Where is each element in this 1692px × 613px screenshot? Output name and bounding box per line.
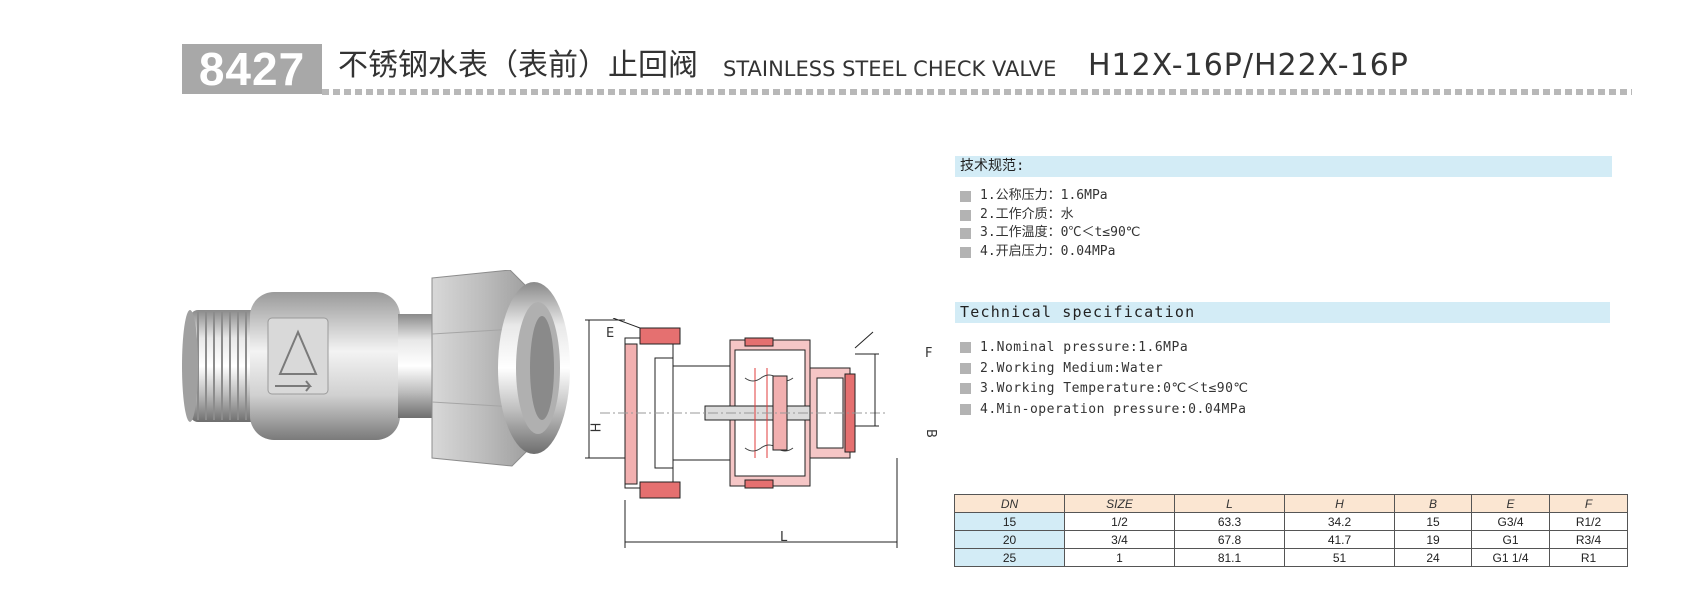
- spec-heading-english-band: Technical specification: [955, 302, 1610, 323]
- column-header: L: [1174, 494, 1285, 513]
- dimension-label-b: B: [922, 429, 938, 438]
- square-bullet-icon: [960, 342, 971, 353]
- table-cell: 67.8: [1174, 530, 1285, 549]
- product-title-chinese: 不锈钢水表（表前）止回阀: [338, 48, 698, 83]
- dimension-label-e: E: [606, 326, 615, 341]
- table-row: 15 1/2 63.3 34.2 15 G3/4 R1/2: [954, 512, 1628, 531]
- dimension-label-l: L: [780, 530, 788, 545]
- table-cell: G1: [1471, 530, 1550, 549]
- spec-heading-chinese: 技术规范:: [960, 158, 1025, 174]
- dimension-label-f: F: [925, 346, 933, 361]
- spec-item: 3.Working Temperature:0℃＜t≤90℃: [958, 379, 1249, 400]
- spec-list-chinese: 1.公称压力：1.6MPa 2.工作介质：水 3.工作温度：0℃＜t≤90℃ 4…: [958, 187, 1140, 261]
- square-bullet-icon: [960, 191, 971, 202]
- spec-heading-english: Technical specification: [960, 303, 1196, 321]
- table-row: 25 1 81.1 51 24 G1 1/4 R1: [954, 548, 1628, 567]
- table-cell: 1/2: [1064, 512, 1175, 531]
- spec-item: 1.Nominal pressure:1.6MPa: [958, 338, 1249, 359]
- spec-list-english: 1.Nominal pressure:1.6MPa 2.Working Medi…: [958, 338, 1249, 420]
- square-bullet-icon: [960, 209, 971, 221]
- dimension-label-h: H: [589, 422, 605, 433]
- product-title-english: STAINLESS STEEL CHECK VALVE: [723, 57, 1057, 81]
- square-bullet-icon: [960, 228, 971, 239]
- table-cell: 34.2: [1284, 512, 1395, 531]
- column-header: H: [1284, 494, 1395, 513]
- product-code-badge: 8427: [182, 44, 322, 94]
- table-header-row: DN SIZE L H B E F: [954, 494, 1628, 513]
- square-bullet-icon: [960, 383, 971, 394]
- table-cell: 24: [1394, 548, 1472, 567]
- spec-item: 1.公称压力：1.6MPa: [958, 187, 1140, 206]
- product-photo: [182, 270, 570, 467]
- square-bullet-icon: [960, 362, 971, 374]
- square-bullet-icon: [960, 246, 971, 258]
- table-cell: 15: [1394, 512, 1472, 531]
- table-cell: 1: [1064, 548, 1175, 567]
- square-bullet-icon: [960, 403, 971, 415]
- dimensions-table: DN SIZE L H B E F 15 1/2 63.3 34.2 15 G3…: [954, 494, 1628, 567]
- table-cell: G3/4: [1471, 512, 1550, 531]
- cross-section-drawing: [585, 318, 898, 548]
- table-cell: R3/4: [1549, 530, 1628, 549]
- column-header: E: [1471, 494, 1550, 513]
- table-cell: 15: [954, 512, 1065, 531]
- spec-item: 2.工作介质：水: [958, 206, 1140, 225]
- table-cell: 63.3: [1174, 512, 1285, 531]
- table-cell: 81.1: [1174, 548, 1285, 567]
- spec-item: 3.工作温度：0℃＜t≤90℃: [958, 224, 1140, 243]
- table-cell: 25: [954, 548, 1065, 567]
- spec-item: 4.开启压力：0.04MPa: [958, 243, 1140, 262]
- column-header: F: [1549, 494, 1628, 513]
- header-dotted-divider: [322, 89, 1632, 95]
- table-cell: 20: [954, 530, 1065, 549]
- column-header: SIZE: [1064, 494, 1175, 513]
- column-header: B: [1394, 494, 1472, 513]
- table-cell: 51: [1284, 548, 1395, 567]
- table-cell: 3/4: [1064, 530, 1175, 549]
- table-cell: 19: [1394, 530, 1472, 549]
- table-cell: R1/2: [1549, 512, 1628, 531]
- table-cell: R1: [1549, 548, 1628, 567]
- table-cell: 41.7: [1284, 530, 1395, 549]
- column-header: DN: [954, 494, 1065, 513]
- table-row: 20 3/4 67.8 41.7 19 G1 R3/4: [954, 530, 1628, 549]
- spec-item: 4.Min-operation pressure:0.04MPa: [958, 400, 1249, 421]
- model-number: H12X-16P/H22X-16P: [1088, 48, 1409, 83]
- spec-item: 2.Working Medium:Water: [958, 359, 1249, 380]
- spec-heading-chinese-band: 技术规范:: [955, 156, 1612, 177]
- table-cell: G1 1/4: [1471, 548, 1550, 567]
